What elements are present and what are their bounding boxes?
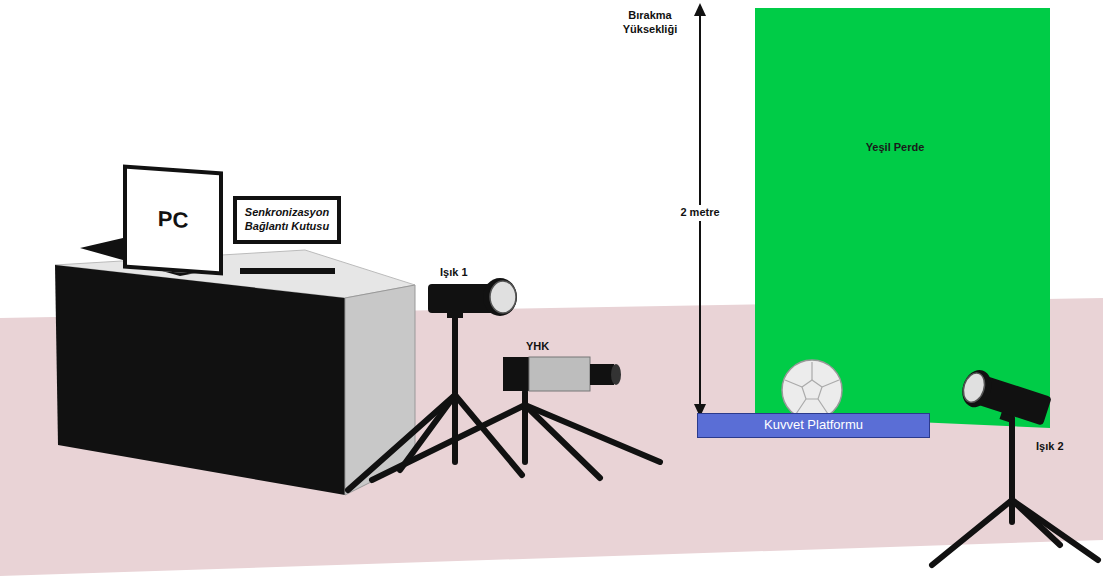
node-text: Kuvvet Platformu xyxy=(764,417,863,433)
green-curtain xyxy=(755,8,1050,428)
height-dimension: 2 metre xyxy=(672,205,728,221)
force-platform: Kuvvet Platformu xyxy=(697,413,930,438)
ball xyxy=(782,360,842,420)
light-2-tripod xyxy=(932,418,1098,565)
table xyxy=(55,250,415,495)
release-height-label: Bırakma Yüksekliği xyxy=(610,9,690,37)
light-2-label: Işık 2 xyxy=(1036,440,1096,454)
light-1-tripod xyxy=(348,315,522,490)
curtain-label-area: Yeşil Perde xyxy=(790,135,1000,161)
node-text: PC xyxy=(158,205,189,235)
camera-label: YHK xyxy=(526,340,576,354)
light-1-label: Işık 1 xyxy=(440,266,500,280)
high-speed-camera xyxy=(503,357,621,391)
node-text: Senkronizasyon Bağlantı Kutusu xyxy=(241,206,333,234)
light-1 xyxy=(428,278,517,318)
laptop-screen: PC xyxy=(123,165,223,276)
node-text: Yeşil Perde xyxy=(866,141,925,155)
light-2 xyxy=(957,366,1053,432)
box-stand xyxy=(240,268,335,274)
sync-box: Senkronizasyon Bağlantı Kutusu xyxy=(233,196,341,244)
camera-tripod xyxy=(372,392,660,480)
